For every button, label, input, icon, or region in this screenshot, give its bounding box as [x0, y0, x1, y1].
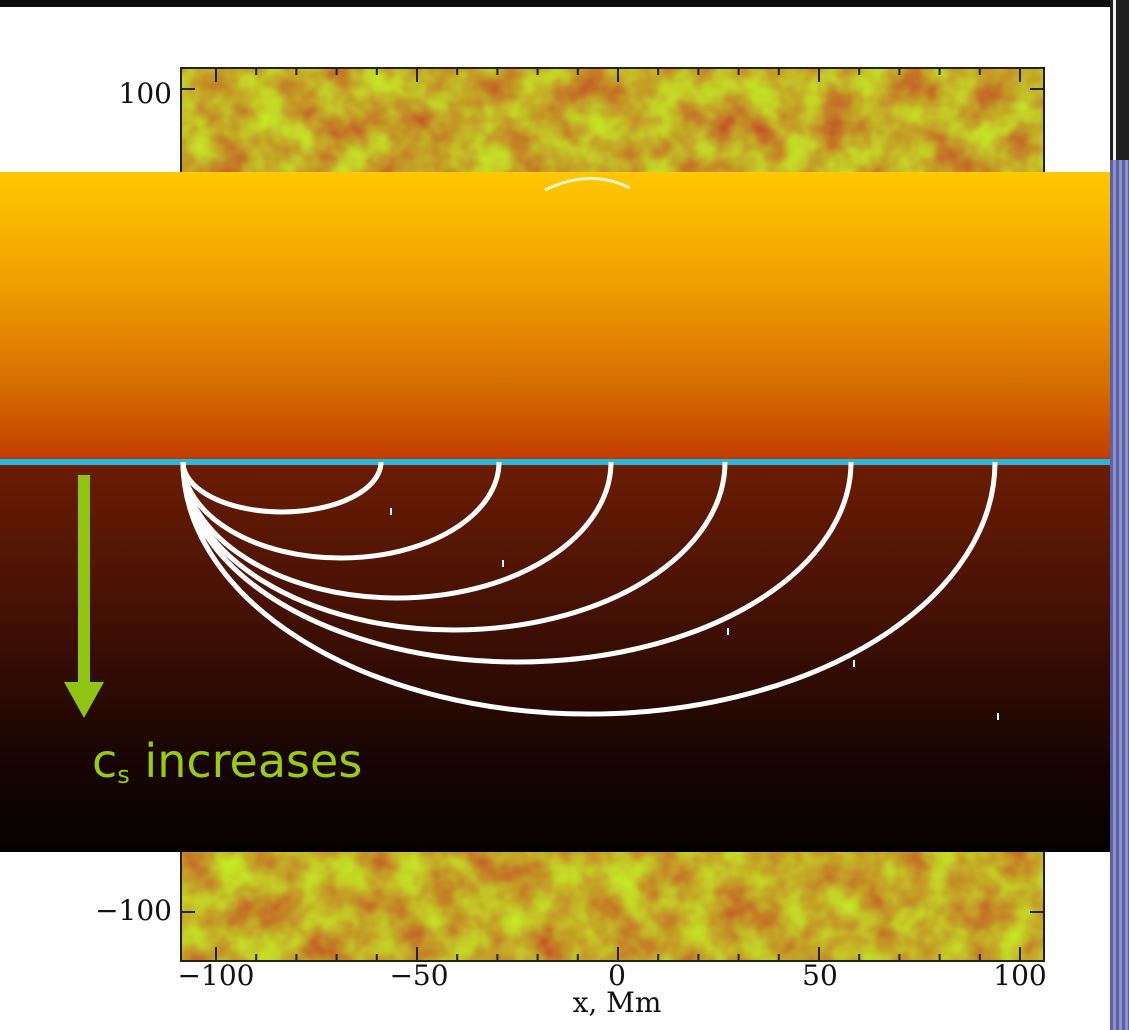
axis-tick-marks — [181, 68, 1044, 961]
speck-marks — [390, 508, 999, 720]
acoustic-rays — [180, 461, 998, 717]
heatmap-top-strip — [181, 68, 1044, 178]
depth-arrow — [64, 475, 104, 718]
acoustic-ray — [180, 461, 614, 601]
y-tick-label: 100 — [118, 77, 172, 110]
heatmap-bottom-strip — [181, 846, 1044, 961]
acoustic-ray — [180, 461, 998, 717]
sound-speed-gradient-panel — [0, 172, 1129, 852]
x-tick-label: 0 — [608, 959, 626, 992]
acoustic-ray — [180, 461, 854, 665]
acoustic-ray — [180, 461, 502, 561]
top-border — [0, 0, 1129, 7]
x-tick-label: −50 — [389, 959, 449, 992]
acoustic-ray — [180, 461, 728, 633]
x-axis-label: x, Mm — [572, 986, 662, 1019]
sound-speed-label: cs increases — [92, 734, 363, 789]
source-ray-top — [544, 177, 631, 192]
slide-edge-decoration — [1110, 0, 1129, 1030]
x-tick-label: −100 — [177, 959, 255, 992]
y-tick-label: −100 — [95, 894, 172, 927]
x-tick-label: 100 — [993, 959, 1047, 992]
x-tick-label: 50 — [802, 959, 838, 992]
acoustic-ray — [180, 461, 384, 515]
